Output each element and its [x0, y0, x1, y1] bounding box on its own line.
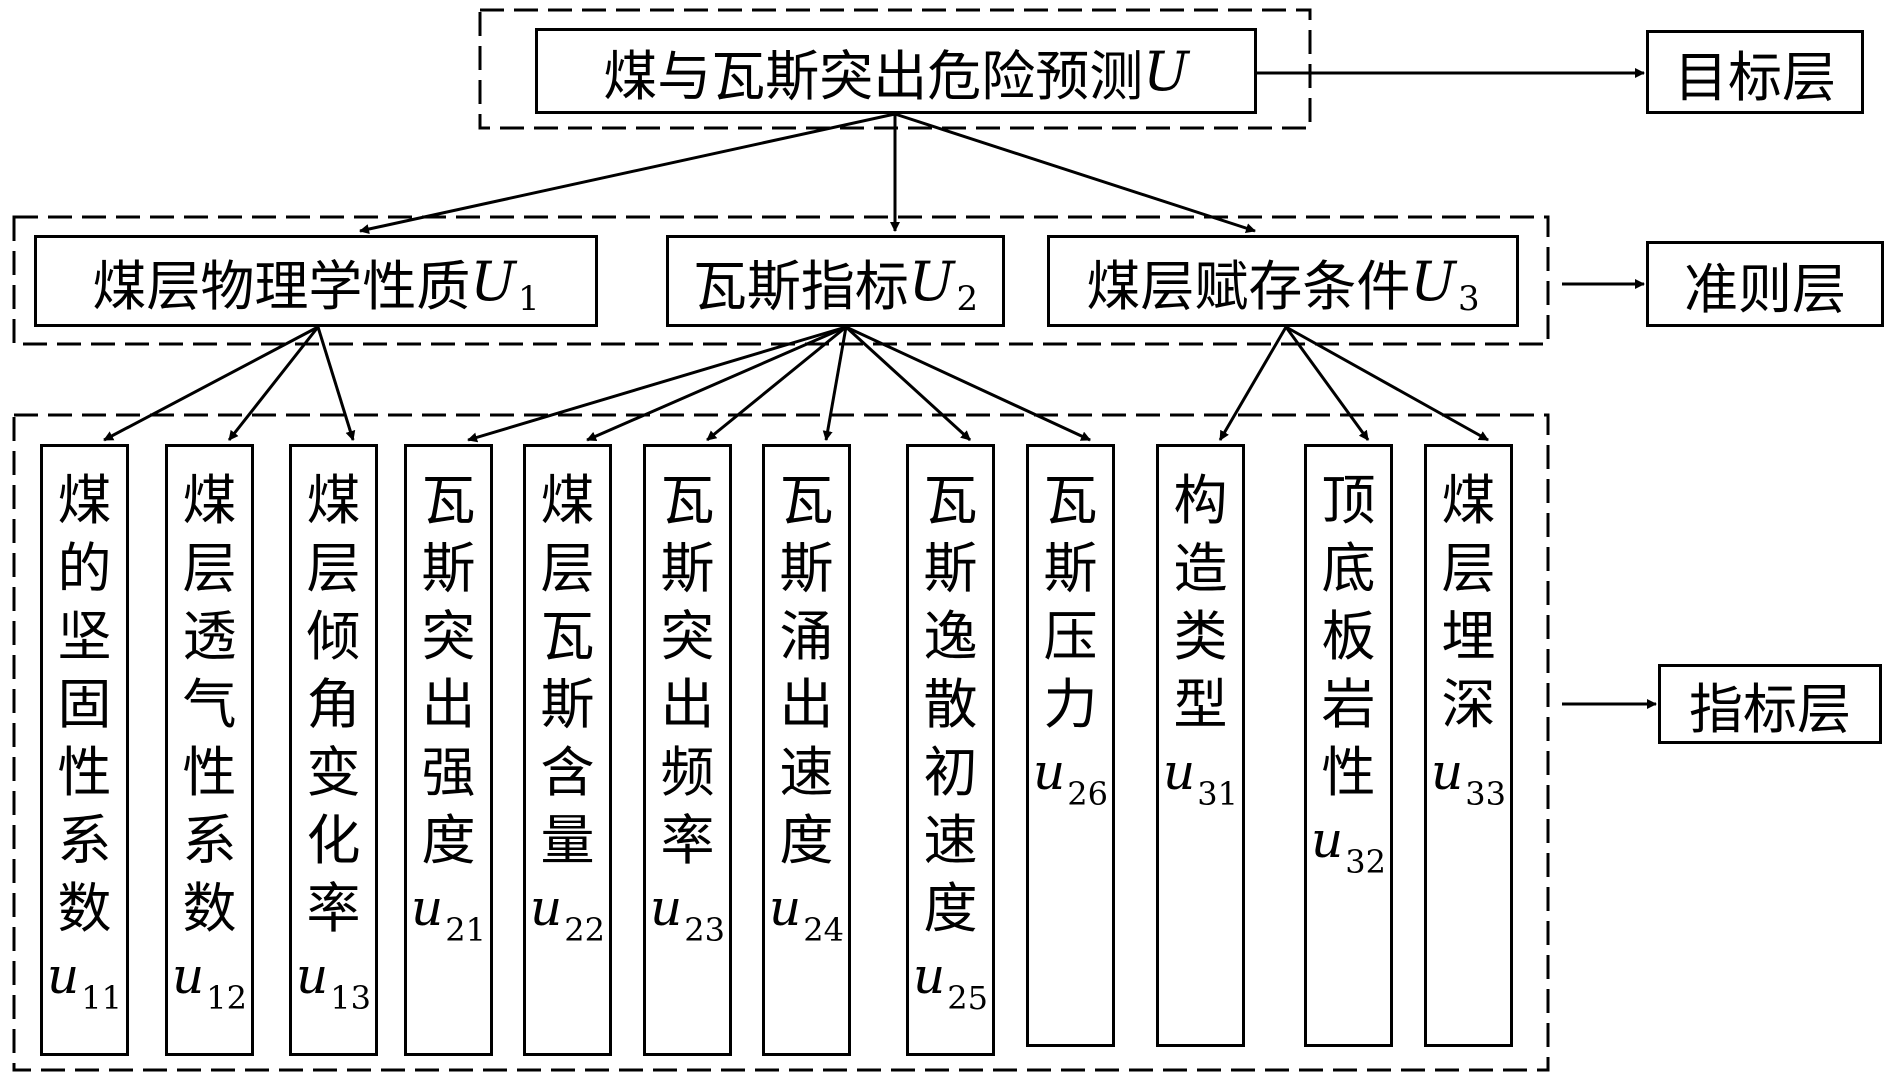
indicator-subscript: 24: [803, 911, 844, 949]
indicator-layer-frame: [12, 413, 1550, 1072]
criterion-text: 煤层物理学性质: [92, 254, 471, 318]
indicator-text: 瓦斯突出频率: [660, 469, 715, 872]
criterion-symbol: U: [1410, 249, 1456, 313]
indicator-subscript: 33: [1465, 775, 1506, 813]
indicator-node-11: 煤的坚固性系数 u11: [40, 444, 129, 1056]
arrow-u2-to-u23: [706, 325, 847, 442]
indicator-node-23: 瓦斯突出频率 u23: [643, 444, 732, 1056]
indicator-subscript: 12: [206, 979, 247, 1017]
indicator-symbol-wrap: u25: [913, 947, 988, 1017]
indicator-node-12: 煤层透气性系数 u12: [165, 444, 254, 1056]
indicator-subscript: 21: [445, 911, 486, 949]
criterion-subscript: 1: [517, 279, 540, 319]
indicator-symbol-wrap: u23: [650, 879, 725, 949]
indicator-subscript: 26: [1067, 775, 1108, 813]
indicator-node-32: 顶底板岩性 u32: [1304, 444, 1393, 1047]
indicator-text: 煤层埋深: [1441, 469, 1496, 736]
indicator-symbol-wrap: u13: [296, 947, 371, 1017]
arrow-goal-to-u1: [359, 112, 896, 234]
indicator-text: 瓦斯涌出速度: [779, 469, 834, 872]
criterion-subscript: 3: [1457, 279, 1480, 319]
indicator-symbol-wrap: u21: [411, 879, 486, 949]
indicator-symbol: u: [1033, 743, 1066, 801]
indicator-subscript: 23: [684, 911, 725, 949]
indicator-symbol: u: [769, 879, 802, 937]
criterion-symbol: U: [908, 249, 955, 313]
goal-node-text: 煤与瓦斯突出危险预测: [603, 44, 1144, 108]
indicator-symbol: u: [1163, 743, 1196, 801]
indicator-symbol-wrap: u24: [769, 879, 844, 949]
indicator-text: 顶底板岩性: [1321, 469, 1376, 804]
indicator-text: 煤层透气性系数: [182, 469, 237, 940]
arrow-u1-to-u11: [103, 325, 319, 442]
arrow-u3-to-u33: [1285, 325, 1489, 442]
indicator-subscript: 13: [330, 979, 371, 1017]
criterion-symbol: U: [470, 249, 516, 313]
indicator-node-31: 构造类型 u31: [1156, 444, 1245, 1047]
indicator-symbol: u: [296, 947, 329, 1005]
indicator-symbol: u: [47, 947, 80, 1005]
indicator-symbol: u: [1311, 811, 1344, 869]
indicator-node-25: 瓦斯逸散初速度 u25: [906, 444, 995, 1056]
indicator-node-22: 煤层瓦斯含量 u22: [523, 444, 612, 1056]
indicator-subscript: 32: [1345, 843, 1386, 881]
indicator-text: 煤层倾角变化率: [306, 469, 361, 940]
indicator-symbol-wrap: u31: [1163, 743, 1238, 813]
indicator-subscript: 31: [1197, 775, 1238, 813]
arrow-u2-to-u22: [586, 325, 847, 442]
arrow-u1-to-u13: [316, 326, 356, 441]
criteria-layer-frame: [12, 215, 1550, 346]
indicator-node-33: 煤层埋深 u33: [1424, 444, 1513, 1047]
criterion-text: 煤层赋存条件: [1086, 254, 1411, 318]
arrow-u1-to-u12: [227, 326, 320, 441]
goal-layer-label-text: 目标层: [1674, 45, 1836, 109]
criterion-text: 瓦斯指标: [692, 254, 909, 318]
indicator-symbol-wrap: u22: [530, 879, 605, 949]
indicator-subscript: 22: [564, 911, 605, 949]
indicator-text: 瓦斯压力: [1043, 469, 1098, 736]
indicator-symbol-wrap: u11: [47, 947, 122, 1017]
indicator-subscript: 11: [81, 979, 122, 1017]
indicator-node-24: 瓦斯涌出速度 u24: [762, 444, 851, 1056]
indicator-symbol-wrap: u26: [1033, 743, 1108, 813]
indicator-symbol-wrap: u33: [1431, 743, 1506, 813]
indicator-layer-label-text: 指标层: [1689, 677, 1851, 741]
indicator-text: 煤的坚固性系数: [57, 469, 112, 940]
indicator-symbol-wrap: u12: [172, 947, 247, 1017]
indicator-symbol: u: [172, 947, 205, 1005]
indicator-node-26: 瓦斯压力 u26: [1026, 444, 1115, 1047]
arrow-u2-to-u24: [822, 326, 848, 441]
indicator-symbol: u: [411, 879, 444, 937]
indicator-symbol: u: [1431, 743, 1464, 801]
indicator-text: 瓦斯突出强度: [421, 469, 476, 872]
indicator-text: 瓦斯逸散初速度: [923, 469, 978, 940]
indicator-node-21: 瓦斯突出强度 u21: [404, 444, 493, 1056]
criteria-layer-label: 准则层: [1646, 241, 1884, 327]
arrow-u3-to-u31: [1218, 326, 1288, 441]
criterion-subscript: 2: [956, 279, 979, 319]
goal-node-symbol: U: [1143, 39, 1189, 103]
arrow-goal-to-u3: [894, 112, 1256, 233]
indicator-symbol-wrap: u32: [1311, 811, 1386, 881]
criteria-layer-label-text: 准则层: [1684, 257, 1846, 321]
indicator-symbol: u: [530, 879, 563, 937]
indicator-layer-label: 指标层: [1658, 664, 1882, 744]
arrow-u2-to-u25: [844, 325, 972, 442]
arrow-u2-to-u21: [467, 325, 847, 443]
arrow-u3-to-u32: [1284, 326, 1370, 441]
goal-layer-label: 目标层: [1646, 30, 1864, 114]
indicator-text: 煤层瓦斯含量: [540, 469, 595, 872]
indicator-subscript: 25: [947, 979, 988, 1017]
indicator-symbol: u: [650, 879, 683, 937]
arrow-u2-to-u26: [845, 325, 1091, 442]
indicator-symbol: u: [913, 947, 946, 1005]
indicator-text: 构造类型: [1173, 469, 1228, 736]
indicator-node-13: 煤层倾角变化率 u13: [289, 444, 378, 1056]
